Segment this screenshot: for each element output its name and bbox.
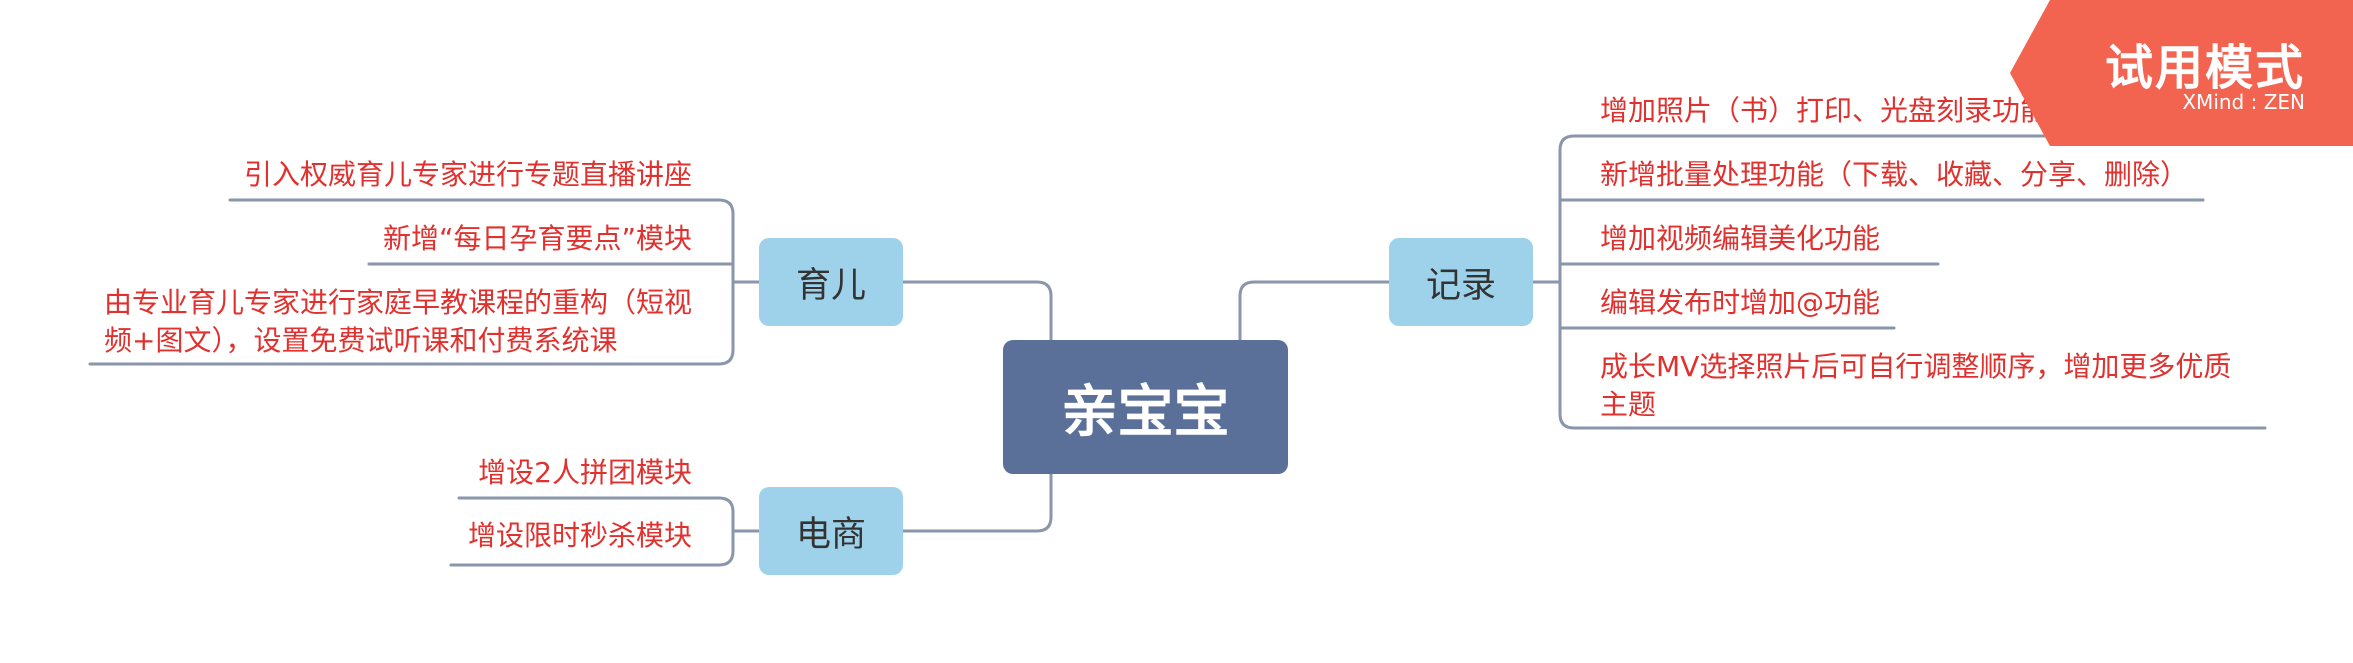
ecommerce-item-2[interactable]: 增设限时秒杀模块 bbox=[467, 519, 692, 552]
connector-root-ecommerce bbox=[901, 472, 1053, 533]
root-topic-label: 亲宝宝 bbox=[1061, 379, 1230, 445]
record-item-5-line-2: 主题 bbox=[1600, 388, 1657, 421]
parenting-item-1[interactable]: 引入权威育儿专家进行专题直播讲座 bbox=[243, 158, 692, 191]
trial-mode-badge[interactable]: 试用模式 XMind : ZEN bbox=[2010, 0, 2353, 146]
connector-ecommerce-item-2 bbox=[449, 549, 735, 567]
connector-ecommerce-item-1 bbox=[457, 496, 735, 514]
connector-record-item-5 bbox=[1558, 412, 2267, 430]
parenting-item-2[interactable]: 新增“每日孕育要点”模块 bbox=[382, 222, 692, 255]
branch-parenting-label: 育儿 bbox=[795, 265, 866, 306]
branch-parenting[interactable]: 育儿 bbox=[759, 238, 903, 326]
parenting-item-3[interactable]: 由专业育儿专家进行家庭早教课程的重构（短视 频+图文），设置免费试听课和付费系统… bbox=[104, 284, 692, 360]
record-item-5[interactable]: 成长MV选择照片后可自行调整顺序，增加更多优质 主题 bbox=[1600, 348, 2231, 424]
record-item-3[interactable]: 增加视频编辑美化功能 bbox=[1600, 222, 1881, 255]
branch-record[interactable]: 记录 bbox=[1389, 238, 1533, 326]
connector-record-item-1 bbox=[1558, 134, 2178, 152]
parenting-item-3-line-2: 频+图文），设置免费试听课和付费系统课 bbox=[104, 324, 618, 357]
record-item-2[interactable]: 新增批量处理功能（下载、收藏、分享、删除） bbox=[1600, 158, 2189, 191]
record-item-5-line-1: 成长MV选择照片后可自行调整顺序，增加更多优质 bbox=[1600, 350, 2232, 383]
connector-root-record bbox=[1238, 280, 1391, 342]
ecommerce-item-1[interactable]: 增设2人拼团模块 bbox=[478, 456, 692, 489]
branch-record-label: 记录 bbox=[1425, 265, 1496, 306]
root-topic[interactable]: 亲宝宝 bbox=[1003, 340, 1288, 474]
connector-parenting-item-1 bbox=[228, 198, 735, 216]
connector-parenting-item-3 bbox=[88, 348, 735, 366]
trial-mode-title: 试用模式 bbox=[2104, 40, 2305, 96]
branch-ecommerce[interactable]: 电商 bbox=[759, 487, 903, 575]
branch-ecommerce-label: 电商 bbox=[795, 514, 866, 555]
xmind-zen-logo: XMind : ZEN bbox=[2182, 90, 2305, 114]
record-item-4[interactable]: 编辑发布时增加@功能 bbox=[1600, 286, 1881, 319]
parenting-item-3-line-1: 由专业育儿专家进行家庭早教课程的重构（短视 bbox=[104, 286, 693, 319]
connector-root-parenting bbox=[901, 280, 1053, 342]
